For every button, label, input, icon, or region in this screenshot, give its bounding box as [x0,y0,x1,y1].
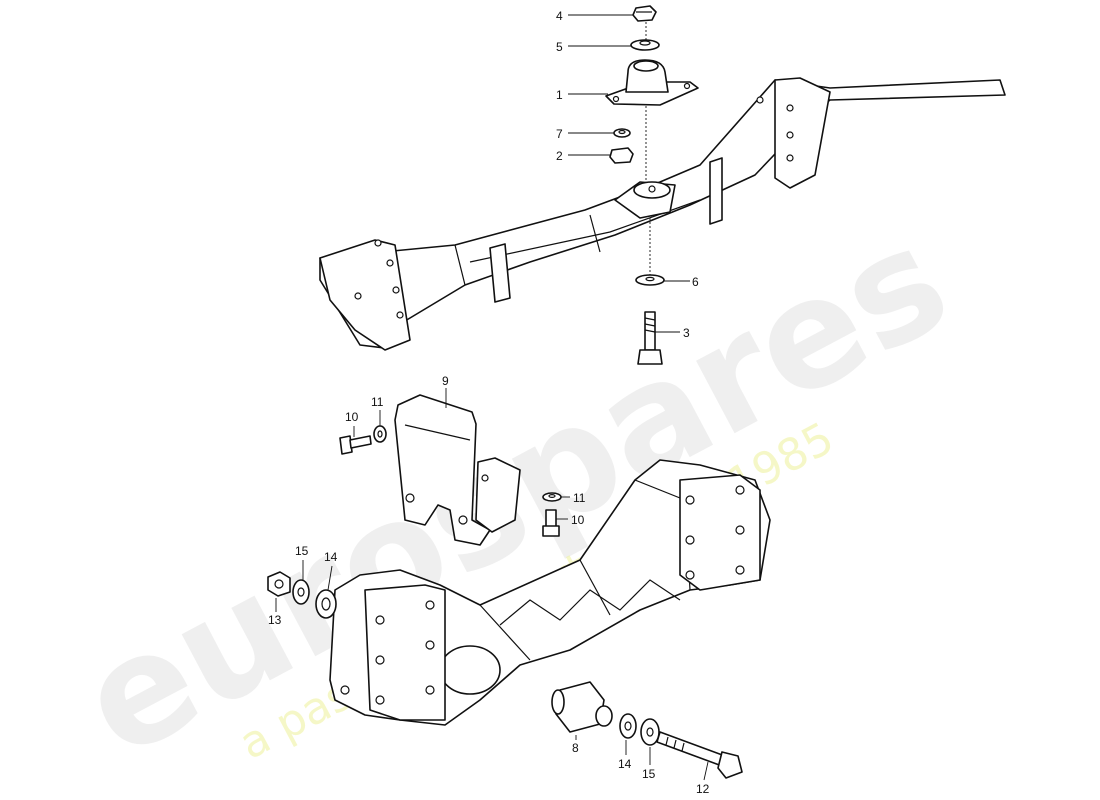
part-13-nut [267,571,291,597]
callout-6: 6 [692,275,699,289]
part-14-washer-left [315,589,337,619]
part-15-washer-left [292,579,310,605]
part-7-washer [613,128,631,138]
part-6-washer [635,274,665,286]
part-4-nut [632,5,657,22]
callout-2: 2 [556,149,563,163]
callout-13: 13 [268,613,282,627]
part-11-washer-left [373,425,387,443]
part-8-bushing [551,681,613,733]
callout-11-right: 11 [573,491,586,505]
part-3-bolt [637,311,663,365]
callout-8: 8 [572,741,579,755]
upper-crossmember [319,77,1006,351]
part-2-nut [609,147,634,164]
part-11-washer-right [542,492,562,502]
part-15-washer-right [640,718,660,746]
callout-1: 1 [556,88,563,102]
callout-4: 4 [556,9,563,23]
callout-12: 12 [696,782,710,796]
callout-5: 5 [556,40,563,54]
part-10-bolt-left [339,435,372,455]
callout-7: 7 [556,127,563,141]
lower-crossmember [329,459,771,726]
part-5-washer [630,39,660,51]
part-1-engine-mount [605,59,699,106]
callout-9: 9 [442,374,449,388]
leader-lines [275,14,709,781]
callout-labels: 4 5 1 7 2 6 3 9 10 11 11 10 15 14 13 8 1… [268,9,710,796]
callout-14-right: 14 [618,757,632,771]
callout-15-right: 15 [642,767,656,781]
callout-10-left: 10 [345,410,359,424]
callout-15-left: 15 [295,544,309,558]
part-12-bolt [656,731,743,779]
callout-3: 3 [683,326,690,340]
callout-14-left: 14 [324,550,338,564]
part-10-bolt-right [542,509,560,537]
callout-11-left: 11 [371,395,384,409]
callout-10-right: 10 [571,513,585,527]
part-14-washer-right [619,713,637,739]
part-9-bracket [394,394,521,546]
